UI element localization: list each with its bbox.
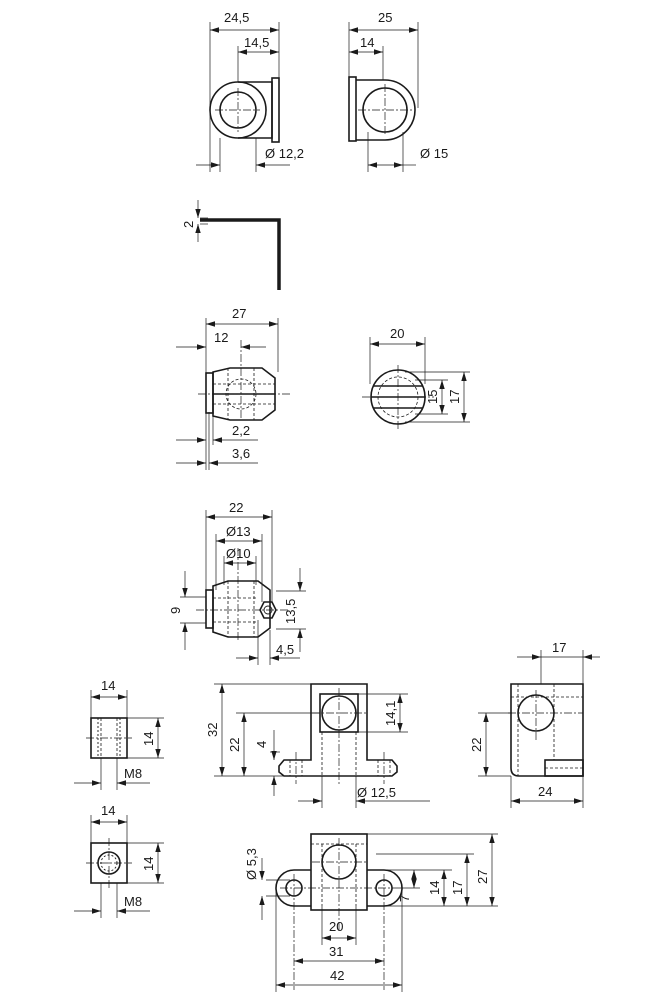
dim-label: 17	[447, 390, 462, 404]
dim-label: 22	[469, 738, 484, 752]
dim-label: 14	[141, 857, 156, 871]
dim-label: 7	[397, 895, 412, 902]
dim-label: Ø 12,2	[265, 146, 304, 161]
support-side-view: 17 22 24	[469, 640, 600, 808]
dim-label: 17	[552, 640, 566, 655]
dim-label: 14	[427, 881, 442, 895]
dim-label: 17	[450, 881, 465, 895]
dim-label: 22	[229, 500, 243, 515]
dim-label: 14	[101, 678, 115, 693]
dim-label: 14,1	[383, 701, 398, 726]
dim-label: 12	[214, 330, 228, 345]
dim-label: Ø10	[226, 546, 251, 561]
clamp-view-12-2: 24,5 14,5 Ø 12,2	[196, 10, 304, 172]
nut-block-side: 14 14 M8	[74, 678, 164, 790]
angle-bracket: 2	[181, 200, 281, 290]
dim-label: 14	[360, 35, 374, 50]
support-front-view: 32 22 4 14,1 Ø 12,5	[205, 683, 430, 808]
dim-label: Ø 15	[420, 146, 448, 161]
dim-label: 24,5	[224, 10, 249, 25]
dim-label: Ø 5,3	[244, 848, 259, 880]
dim-label: M8	[124, 766, 142, 781]
dim-label: 9	[168, 607, 183, 614]
dim-label: Ø 12,5	[357, 785, 396, 800]
dim-label: 3,6	[232, 446, 250, 461]
dim-label: 14	[141, 732, 156, 746]
dim-label: 24	[538, 784, 552, 799]
clamp-side-view: 27 12 2,2 3,6	[176, 306, 290, 470]
dim-label: 27	[232, 306, 246, 321]
dim-label: 4	[254, 741, 269, 748]
dim-label: M8	[124, 894, 142, 909]
dim-label: 25	[378, 10, 392, 25]
dim-label: 20	[390, 326, 404, 341]
clamp-view-15: 25 14 Ø 15	[348, 10, 448, 172]
dim-label: 32	[205, 723, 220, 737]
dim-label: 31	[329, 944, 343, 959]
dim-label: 2,2	[232, 423, 250, 438]
dim-label: 15	[425, 390, 440, 404]
dim-label: 20	[329, 919, 343, 934]
support-flange-view: Ø 5,3 20 31 42 7 14 17 27	[244, 833, 498, 992]
dim-label: 13,5	[283, 599, 298, 624]
dim-label: 27	[475, 870, 490, 884]
dim-label: 14,5	[244, 35, 269, 50]
dim-label: 14	[101, 803, 115, 818]
dim-label: 22	[227, 738, 242, 752]
dim-label: 2	[181, 221, 196, 228]
dim-label: 42	[330, 968, 344, 983]
dim-label: 4,5	[276, 642, 294, 657]
nut-block-front: 14 14 M8	[74, 803, 164, 918]
clamp-end-view: 20 15 17	[362, 326, 470, 430]
clamp-hex-view: 22 Ø13 Ø10 9 13,5 4,5	[168, 500, 306, 665]
dim-label: Ø13	[226, 524, 251, 539]
